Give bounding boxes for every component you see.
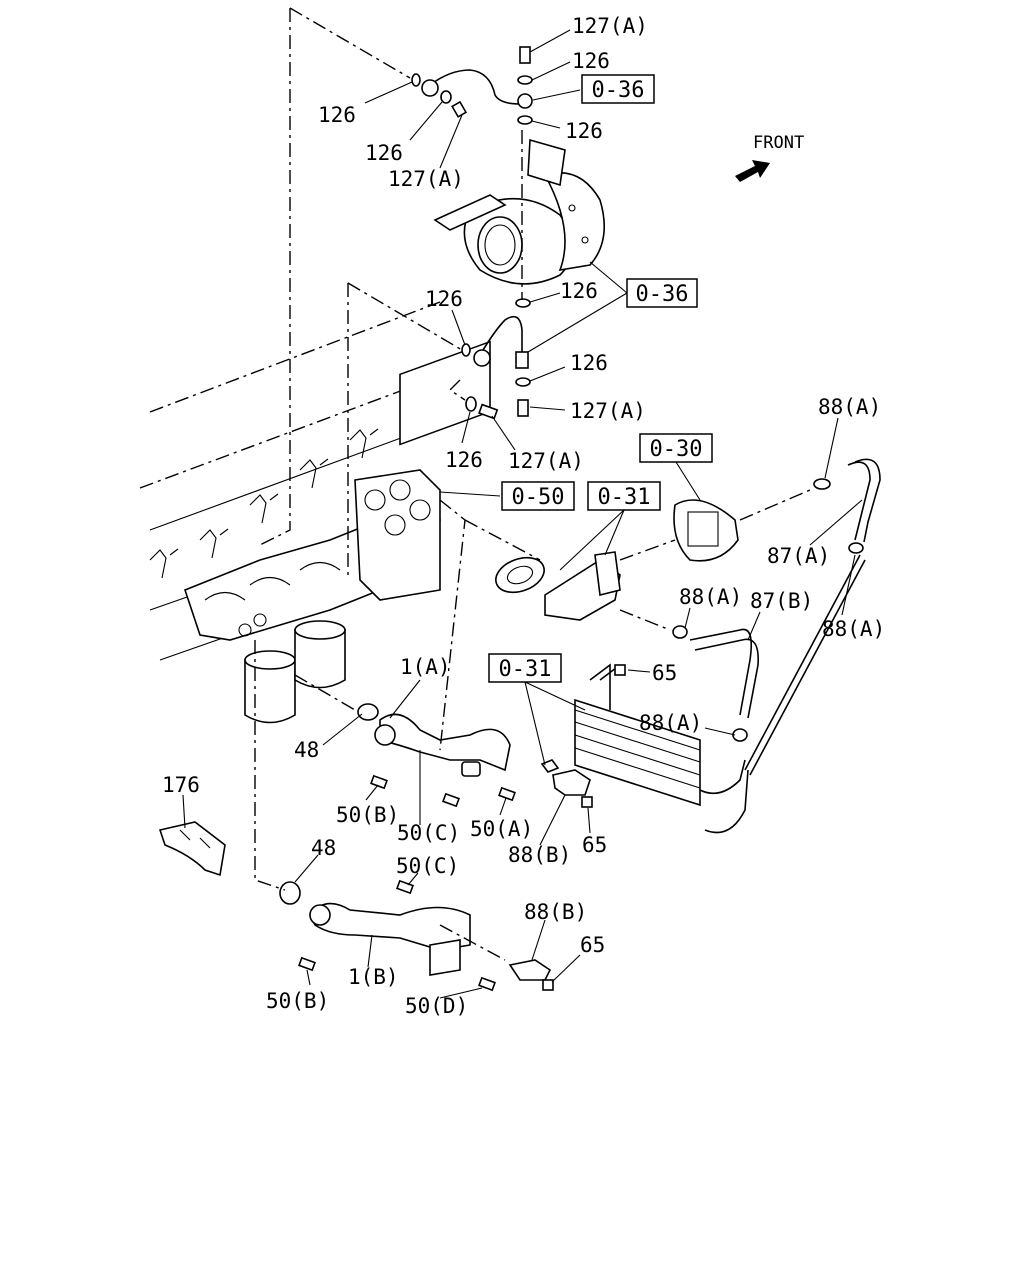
- callout-126-8: 126: [445, 448, 483, 472]
- front-label: FRONT: [753, 133, 804, 153]
- callout-50b-2: 50(B): [266, 989, 329, 1013]
- callout-176: 176: [162, 773, 200, 797]
- callout-50a: 50(A): [470, 817, 533, 841]
- bolts: [298, 664, 626, 992]
- callout-88a-3: 88(A): [822, 617, 885, 641]
- callout-127a-2: 127(A): [388, 167, 464, 191]
- svg-text:0-36: 0-36: [592, 78, 645, 103]
- callout-126-4: 126: [565, 119, 603, 143]
- callout-88a-1: 88(A): [818, 395, 881, 419]
- callout-65-3: 65: [580, 933, 605, 957]
- oil-filter: [244, 620, 346, 724]
- callout-126-6: 126: [560, 279, 598, 303]
- callout-50b-1: 50(B): [336, 803, 399, 827]
- callout-126-5: 126: [425, 287, 463, 311]
- reference-lines: [254, 7, 811, 961]
- ref-box-o30[interactable]: 0-30: [639, 433, 713, 463]
- ref-box-o50[interactable]: 0-50: [501, 481, 575, 511]
- callout-1b: 1(B): [348, 965, 399, 989]
- callout-126-7: 126: [570, 351, 608, 375]
- callout-127a-4: 127(A): [508, 449, 584, 473]
- callout-88a-2: 88(A): [679, 585, 742, 609]
- front-arrow-icon: [735, 160, 770, 182]
- callout-87b: 87(B): [750, 589, 813, 613]
- callout-65-2: 65: [582, 833, 607, 857]
- callout-127a-3: 127(A): [570, 399, 646, 423]
- callout-88b-1: 88(B): [508, 843, 571, 867]
- callout-50c-1: 50(C): [397, 821, 460, 845]
- bracket-176: [158, 821, 226, 877]
- callout-labels: 127(A) 126 126 126 126 127(A) 126 126 12…: [162, 14, 885, 1018]
- svg-text:0-50: 0-50: [512, 485, 565, 510]
- ref-box-o31-left[interactable]: 0-31: [488, 653, 562, 683]
- callout-50c-2: 50(C): [396, 854, 459, 878]
- exhaust-manifold: [184, 340, 491, 641]
- callout-87a: 87(A): [767, 544, 830, 568]
- svg-text:0-36: 0-36: [636, 282, 689, 307]
- callout-126-3: 126: [365, 141, 403, 165]
- callout-48-1: 48: [294, 738, 319, 762]
- callout-88a-4: 88(A): [639, 711, 702, 735]
- callout-1a: 1(A): [400, 655, 451, 679]
- svg-text:0-30: 0-30: [650, 437, 703, 462]
- callout-127a-1: 127(A): [572, 14, 648, 38]
- callout-65-1: 65: [652, 661, 677, 685]
- egr-pipe-assembly: [495, 499, 739, 621]
- turbocharger: [433, 138, 606, 285]
- coolant-hoses: [672, 458, 881, 742]
- box-leaders: [439, 89, 701, 766]
- ref-box-o36-top[interactable]: 0-36: [581, 74, 655, 104]
- egr-cooler: [574, 554, 866, 834]
- clamps-88b: [508, 769, 591, 981]
- svg-text:0-31: 0-31: [499, 657, 552, 682]
- pipe-1a: [357, 703, 560, 777]
- callout-50d: 50(D): [405, 994, 468, 1018]
- ref-box-o31-right[interactable]: 0-31: [587, 481, 661, 511]
- callout-126-2: 126: [318, 103, 356, 127]
- oil-return-pipe: [461, 298, 531, 420]
- oil-feed-pipe: [411, 46, 533, 125]
- svg-text:0-31: 0-31: [598, 485, 651, 510]
- callout-leaders: [182, 29, 863, 999]
- callout-48-2: 48: [311, 836, 336, 860]
- callout-88b-2: 88(B): [524, 900, 587, 924]
- ref-box-o36-mid[interactable]: 0-36: [626, 278, 698, 308]
- pipe-1b: [279, 881, 471, 976]
- callout-126-1: 126: [572, 49, 610, 73]
